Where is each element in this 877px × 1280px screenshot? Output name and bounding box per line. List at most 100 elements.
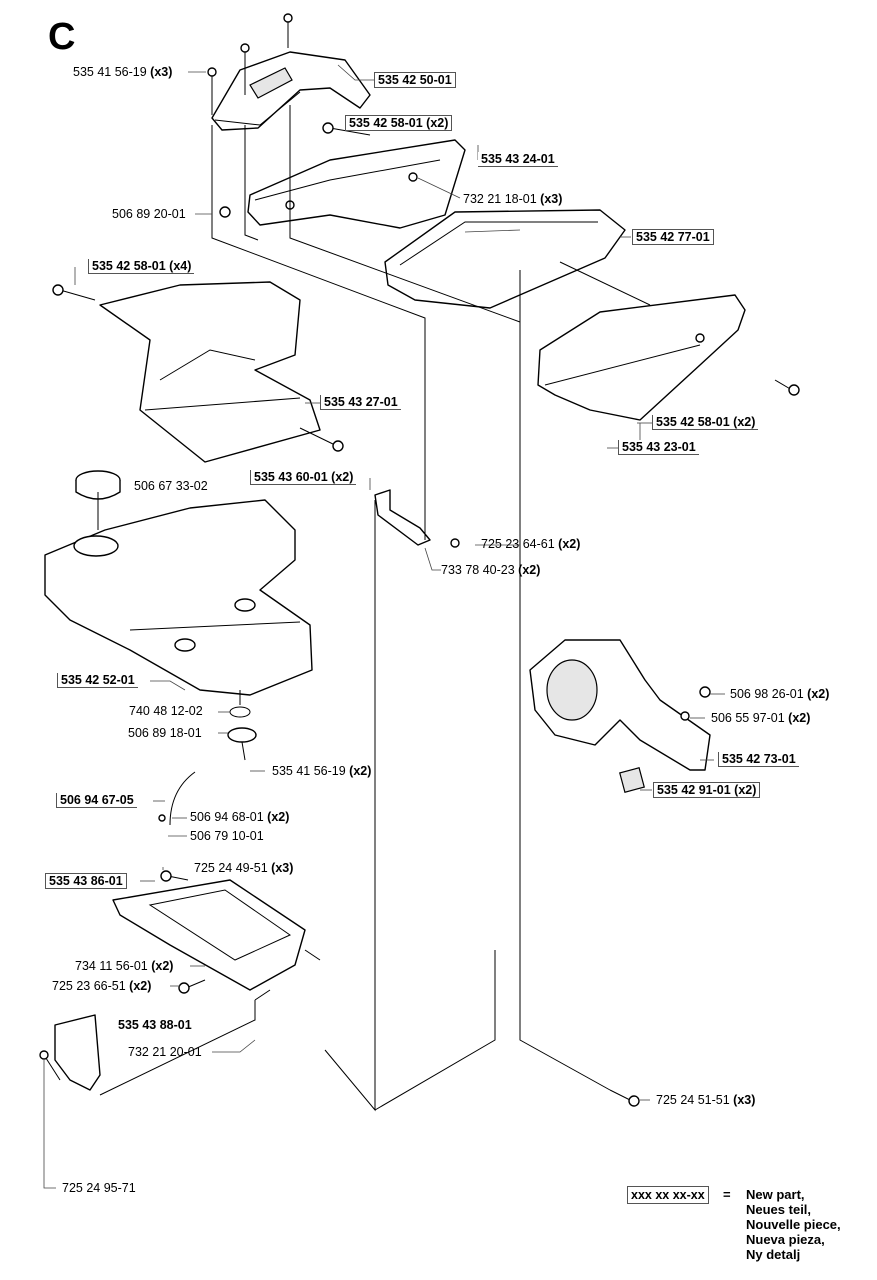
legend-equals: = [723,1187,731,1202]
part-number: 535 43 60-01 [254,470,328,484]
part-qty: (x2) [151,959,174,973]
part-number: 506 89 18-01 [128,726,202,740]
part-number: 535 42 73-01 [722,752,796,766]
part-number: 535 42 77-01 [636,230,710,244]
part-qty: (x2) [518,563,541,577]
part-label: 733 78 40-23 (x2) [441,563,540,577]
part-label: 535 41 56-19 (x3) [73,65,172,79]
deflector-part [99,281,321,463]
part-number: 506 67 33-02 [134,479,208,493]
part-label-new: 535 42 91-01 (x2) [653,782,761,798]
part-number: 535 43 23-01 [622,440,696,454]
part-qty: (x2) [426,116,449,130]
part-number: 725 24 51-51 [656,1093,730,1107]
part-label-new: 535 42 77-01 [632,229,714,245]
part-label: 506 79 10-01 [190,829,264,843]
part-number: 535 43 88-01 [118,1018,192,1032]
part-label-new: 535 42 58-01 (x2) [652,415,759,430]
part-label-new: 506 94 67-05 [56,793,137,808]
part-label-new: 535 42 58-01 (x2) [345,115,453,131]
part-number: 535 41 56-19 [73,65,147,79]
legend-line: New part, [746,1187,805,1202]
part-number: 535 42 50-01 [378,73,452,87]
part-label: 535 41 56-19 (x2) [272,764,371,778]
fitting-part [227,727,257,743]
part-number: 535 41 56-19 [272,764,346,778]
part-qty: (x4) [169,259,192,273]
part-label: 506 98 26-01 (x2) [730,687,829,701]
screws [39,13,800,1107]
fuel-tank-part [44,499,313,696]
part-qty: (x2) [807,687,830,701]
part-label: 740 48 12-02 [129,704,203,718]
part-label-new: 535 42 58-01 (x4) [88,259,195,274]
part-label-new: 535 43 23-01 [618,440,699,455]
legend-line: Nouvelle piece, [746,1217,841,1232]
fuel-hose-part [169,771,196,826]
legend-text: New part, Neues teil, Nouvelle piece, Nu… [746,1187,841,1262]
legend-line: Ny detalj [746,1247,801,1262]
handle-part [529,639,711,771]
part-number: 535 42 52-01 [61,673,135,687]
side-cover-part [384,209,626,309]
part-label-new: 535 42 50-01 [374,72,456,88]
part-number: 725 24 95-71 [62,1181,136,1195]
part-number: 506 94 67-05 [60,793,134,807]
part-label: 506 55 97-01 (x2) [711,711,810,725]
part-number: 535 43 27-01 [324,395,398,409]
part-number: 506 89 20-01 [112,207,186,221]
part-label: 725 24 51-51 (x3) [656,1093,755,1107]
part-label: 732 21 18-01 (x3) [463,192,562,206]
legend-line: Nueva pieza, [746,1232,825,1247]
part-number: 535 43 86-01 [49,874,123,888]
part-qty: (x2) [788,711,811,725]
part-number: 740 48 12-02 [129,704,203,718]
part-label-new: 535 43 24-01 [478,152,558,167]
part-label-new: 535 43 60-01 (x2) [250,470,357,485]
part-label: 725 23 66-51 (x2) [52,979,151,993]
part-label-new: 535 43 88-01 [115,1018,195,1032]
part-qty: (x2) [558,537,581,551]
part-number: 535 42 58-01 [349,116,423,130]
part-number: 535 42 58-01 [92,259,166,273]
legend-key: xxx xx xx-xx [627,1186,709,1204]
part-label: 506 67 33-02 [134,479,208,493]
part-label: 734 11 56-01 (x2) [75,959,173,973]
part-qty: (x2) [331,470,354,484]
part-label: 732 21 20-01 [128,1045,202,1059]
part-number: 506 98 26-01 [730,687,804,701]
bracket-part [374,489,460,548]
part-qty: (x3) [540,192,563,206]
part-label-new: 535 43 27-01 [320,395,401,410]
legend-line: Neues teil, [746,1202,812,1217]
small-cover-part [54,1014,101,1091]
part-label: 725 23 64-61 (x2) [481,537,580,551]
right-guard-part [537,294,746,421]
plate-part [619,767,645,793]
o-ring-part [229,706,251,718]
part-qty: (x3) [150,65,173,79]
part-number: 732 21 20-01 [128,1045,202,1059]
part-qty: (x2) [129,979,152,993]
part-label-new: 535 43 86-01 [45,873,127,889]
part-number: 506 55 97-01 [711,711,785,725]
part-label-new: 535 42 73-01 [718,752,799,767]
part-label-new: 535 42 52-01 [57,673,138,688]
part-qty: (x2) [734,783,757,797]
part-number: 506 94 68-01 [190,810,264,824]
part-qty: (x2) [349,764,372,778]
part-label: 506 94 68-01 (x2) [190,810,289,824]
guide-lines [97,105,651,1112]
part-number: 506 79 10-01 [190,829,264,843]
part-number: 535 42 91-01 [657,783,731,797]
part-qty: (x3) [271,861,294,875]
part-number: 733 78 40-23 [441,563,515,577]
part-number: 535 43 24-01 [481,152,555,166]
part-number: 734 11 56-01 [75,959,148,973]
part-qty: (x2) [267,810,290,824]
upper-guard-part [247,139,466,229]
handle-cover-part [211,51,371,131]
part-qty: (x3) [733,1093,756,1107]
